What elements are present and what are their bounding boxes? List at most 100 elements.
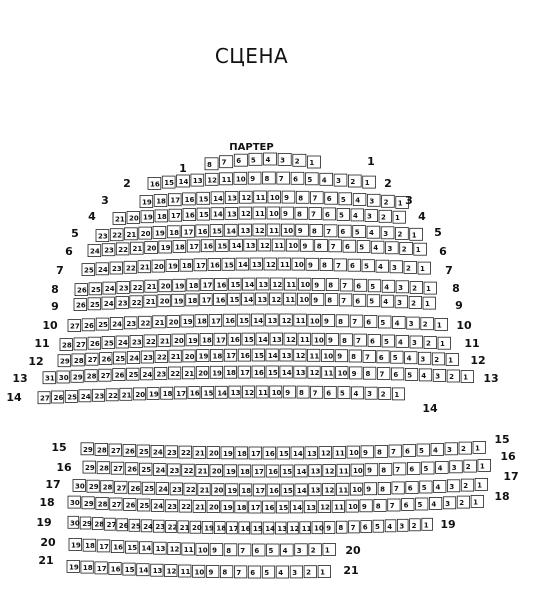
seat[interactable]: 6 <box>363 315 378 328</box>
seat[interactable]: 14 <box>265 348 279 362</box>
seat-box[interactable] <box>85 352 99 366</box>
seat-box[interactable] <box>367 334 381 347</box>
seat-box[interactable] <box>241 292 255 306</box>
seat[interactable]: 19 <box>152 225 167 239</box>
seat-box[interactable] <box>112 212 126 225</box>
seat-box[interactable] <box>124 462 139 476</box>
seat[interactable]: 2 <box>381 194 395 208</box>
seat[interactable]: 4 <box>350 208 364 222</box>
seat-box[interactable] <box>266 206 280 220</box>
seat[interactable]: 13 <box>279 348 293 362</box>
seat[interactable]: 30 <box>56 370 70 384</box>
seat-box[interactable] <box>472 440 486 454</box>
seat[interactable]: 8 <box>314 239 328 252</box>
seat-box[interactable] <box>406 316 420 330</box>
seat-box[interactable] <box>158 240 172 254</box>
seat-box[interactable] <box>201 521 214 534</box>
seat-box[interactable] <box>237 365 251 379</box>
seat-box[interactable] <box>182 349 196 363</box>
seat[interactable]: 12 <box>270 277 284 291</box>
seat[interactable]: 15 <box>227 292 241 306</box>
seat[interactable]: 13 <box>243 238 257 252</box>
seat[interactable]: 5 <box>421 461 435 475</box>
seat-box[interactable] <box>115 295 129 309</box>
seat[interactable]: 5 <box>381 334 395 348</box>
seat-box[interactable] <box>113 351 127 365</box>
seat[interactable]: 27 <box>73 337 87 351</box>
seat[interactable]: 22 <box>123 260 137 274</box>
seat-box[interactable] <box>197 483 211 496</box>
seat-box[interactable] <box>261 565 276 579</box>
seat-box[interactable] <box>399 241 413 255</box>
seat-box[interactable] <box>377 481 391 495</box>
seat[interactable]: 9 <box>295 223 309 237</box>
seat[interactable]: 1 <box>421 517 433 531</box>
seat[interactable]: 16 <box>182 208 196 222</box>
seat[interactable]: 19 <box>185 333 199 347</box>
seat-box[interactable] <box>280 223 295 237</box>
seat[interactable]: 23 <box>164 499 179 513</box>
seat[interactable]: 20 <box>158 279 172 293</box>
seat[interactable]: 9 <box>305 257 319 271</box>
seat-box[interactable] <box>51 390 65 404</box>
seat-box[interactable] <box>419 480 433 494</box>
seat-box[interactable] <box>67 495 81 509</box>
seat-box[interactable] <box>204 172 219 186</box>
seat-box[interactable] <box>280 483 294 497</box>
seat[interactable]: 29 <box>57 354 71 368</box>
seat-box[interactable] <box>73 337 87 351</box>
seat-box[interactable] <box>181 463 195 477</box>
seat[interactable]: 5 <box>416 443 430 457</box>
seat[interactable]: 27 <box>67 319 82 333</box>
seat[interactable]: 10 <box>291 257 305 271</box>
seat-box[interactable] <box>167 366 182 380</box>
seat[interactable]: 1 <box>392 210 406 224</box>
seat-box[interactable] <box>42 371 56 385</box>
seat[interactable]: 18 <box>166 225 181 239</box>
seat-box[interactable] <box>226 521 238 535</box>
seat-box[interactable] <box>167 542 181 555</box>
seat[interactable]: 27 <box>85 352 99 366</box>
seat[interactable]: 2 <box>395 227 409 240</box>
seat[interactable]: 28 <box>92 517 104 530</box>
seat[interactable]: 1 <box>413 242 427 256</box>
seat-box[interactable] <box>248 446 262 460</box>
seat[interactable]: 2 <box>378 387 392 400</box>
seat-box[interactable] <box>296 292 311 306</box>
seat-box[interactable] <box>409 227 423 241</box>
seat[interactable]: 17 <box>199 293 213 307</box>
seat-box[interactable] <box>250 313 265 327</box>
seat[interactable]: 23 <box>129 334 143 348</box>
seat[interactable]: 5 <box>352 225 366 239</box>
seat[interactable]: 17 <box>181 224 195 238</box>
seat[interactable]: 5 <box>261 565 276 579</box>
seat-box[interactable] <box>206 446 220 460</box>
seat-box[interactable] <box>72 479 86 492</box>
seat-box[interactable] <box>157 334 171 347</box>
seat-box[interactable] <box>192 564 206 578</box>
seat-box[interactable] <box>396 518 409 532</box>
seat[interactable]: 2 <box>463 459 477 473</box>
seat[interactable]: 17 <box>186 239 201 253</box>
seat-box[interactable] <box>435 460 449 474</box>
seat-box[interactable] <box>335 314 350 328</box>
seat-box[interactable] <box>109 228 124 242</box>
seat-box[interactable] <box>140 210 154 224</box>
seat-box[interactable] <box>206 565 220 578</box>
seat-box[interactable] <box>336 463 350 477</box>
seat[interactable]: 6 <box>367 334 381 347</box>
seat[interactable]: 4 <box>430 442 444 456</box>
seat-box[interactable] <box>124 227 138 241</box>
seat[interactable]: 9 <box>206 565 220 578</box>
seat-box[interactable] <box>166 314 180 328</box>
seat[interactable]: 8 <box>363 366 377 380</box>
seat[interactable]: 17 <box>213 332 227 346</box>
seat-box[interactable] <box>324 293 339 307</box>
seat[interactable]: 2 <box>431 352 446 366</box>
seat[interactable]: 25 <box>137 498 151 512</box>
seat[interactable]: 21 <box>181 366 196 380</box>
seat-box[interactable] <box>37 391 51 405</box>
seat[interactable]: 23 <box>109 261 123 275</box>
seat[interactable]: 3 <box>366 193 381 207</box>
seat-box[interactable] <box>384 519 397 533</box>
